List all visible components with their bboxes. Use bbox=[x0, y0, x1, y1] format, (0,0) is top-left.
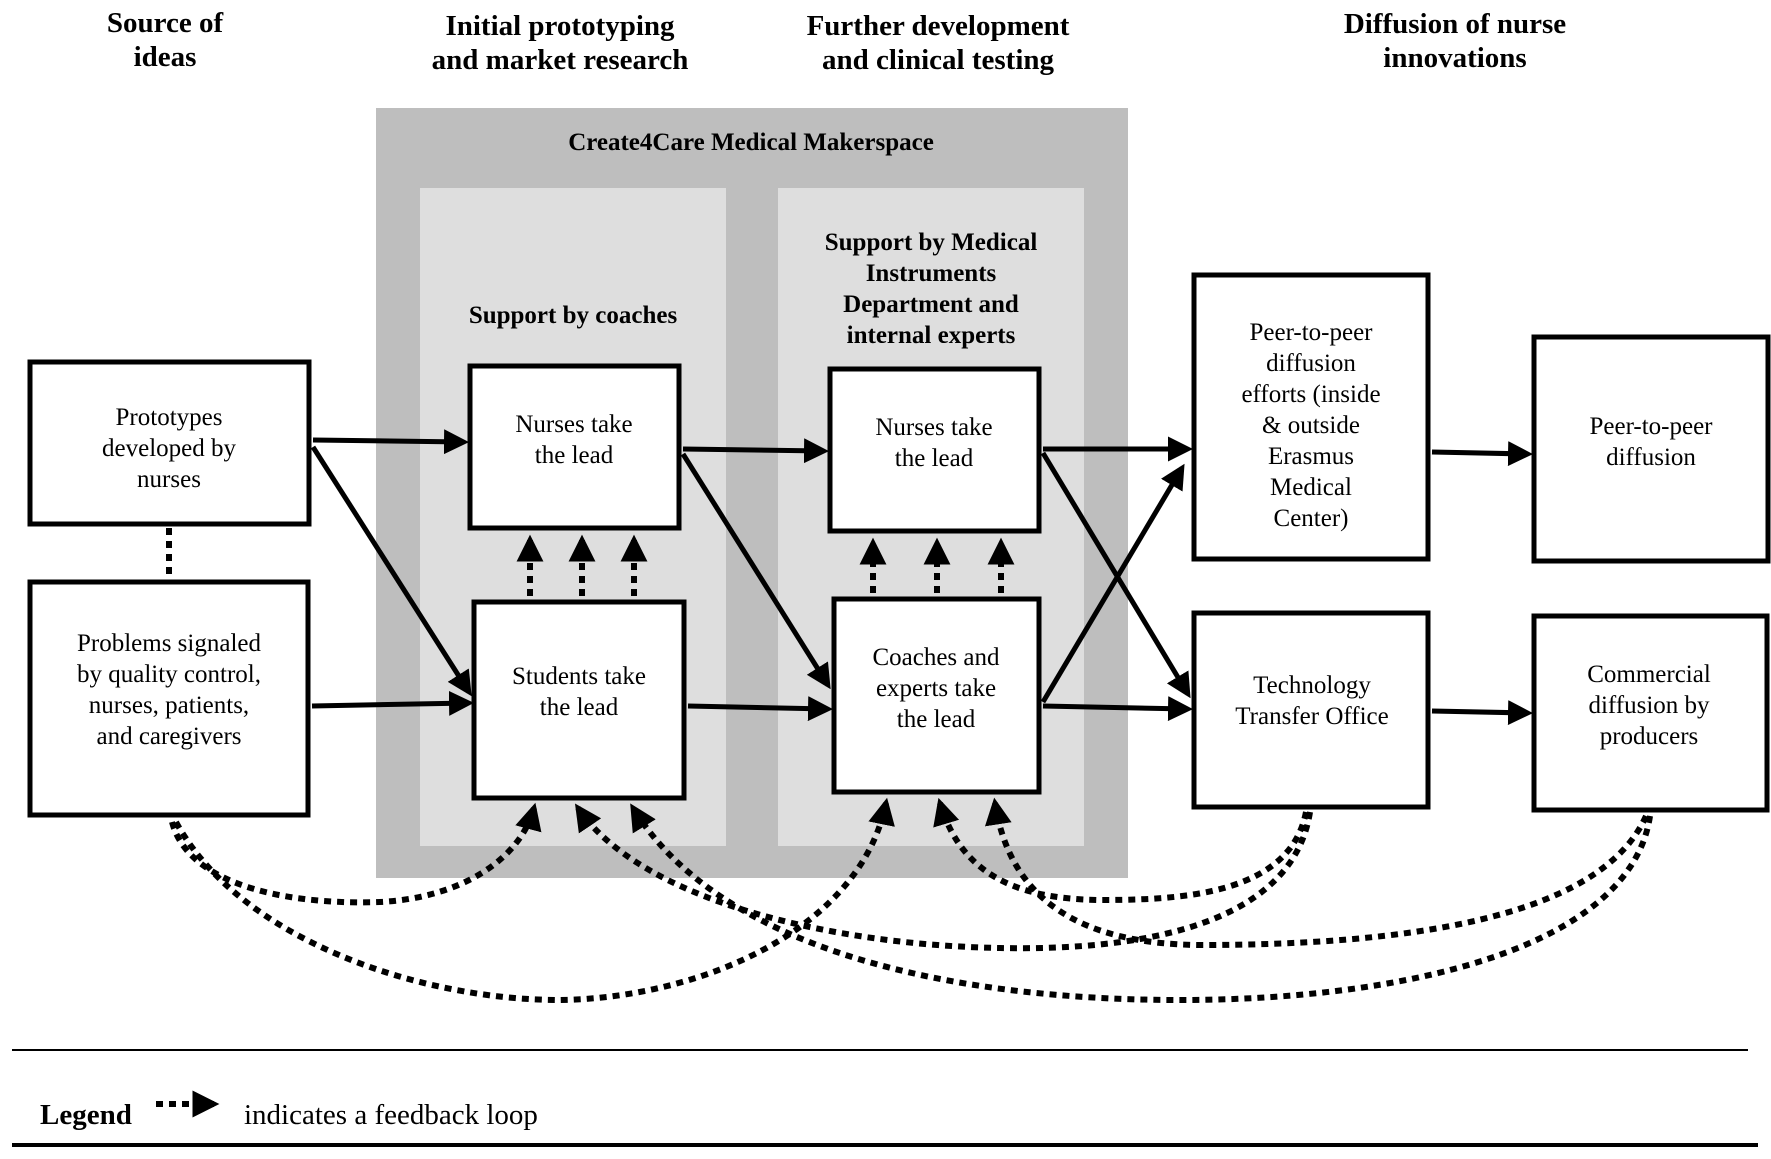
text-line: Coaches and bbox=[872, 644, 1000, 671]
text-line: Transfer Office bbox=[1235, 703, 1388, 730]
arrow-students-to-coaches bbox=[687, 696, 833, 722]
arrow-prototypes-to-students bbox=[310, 445, 472, 697]
feedback-loop-commercial-to-students bbox=[630, 803, 1653, 1004]
box-students-lead: Students take the lead bbox=[471, 599, 687, 801]
legend-text: indicates a feedback loop bbox=[244, 1099, 538, 1131]
flow-arrows bbox=[310, 429, 1533, 726]
text-line: Support by coaches bbox=[469, 302, 678, 329]
text-line: and market research bbox=[432, 44, 689, 76]
text-line: the lead bbox=[897, 706, 976, 733]
legend-label: Legend bbox=[40, 1099, 132, 1131]
text-line: Prototypes bbox=[116, 404, 223, 431]
text-line: Initial prototyping bbox=[445, 10, 675, 42]
text-line: Commercial bbox=[1587, 661, 1711, 688]
text-line: Support by Medical bbox=[825, 229, 1038, 256]
box-nurses-lead-prototyping: Nurses take the lead bbox=[467, 363, 682, 531]
text-line: developed by bbox=[102, 435, 236, 462]
text-line: experts take bbox=[876, 675, 996, 702]
text-line: and clinical testing bbox=[822, 44, 1055, 76]
text-line: Instruments bbox=[866, 260, 997, 287]
text-line: & outside bbox=[1262, 412, 1360, 439]
text-line: Source of bbox=[107, 7, 224, 39]
text-line: the lead bbox=[895, 445, 974, 472]
text-line: diffusion by bbox=[1588, 692, 1710, 719]
arrow-nurses-to-nurses bbox=[682, 438, 829, 464]
box-coaches-experts-lead-label: Coaches and experts take the lead bbox=[872, 644, 1000, 733]
box-prototypes-label: Prototypes developed by nurses bbox=[102, 404, 236, 493]
text-line: Technology bbox=[1253, 672, 1371, 699]
text-line: Further development bbox=[807, 10, 1070, 42]
text-line: Diffusion of nurse bbox=[1344, 8, 1566, 40]
box-nurses-lead-development: Nurses take the lead bbox=[827, 366, 1042, 534]
box-peer-diffusion-efforts: Peer-to-peer diffusion efforts (inside & ou… bbox=[1191, 272, 1431, 562]
box-commercial-diffusion: Commercial diffusion by producers bbox=[1531, 613, 1770, 813]
box-students-lead-label: Students take the lead bbox=[512, 663, 646, 721]
box-problems: Problems signaled by quality control, nurs… bbox=[27, 579, 311, 818]
feedback-up-arrows bbox=[516, 534, 1015, 596]
text-line: Erasmus bbox=[1268, 443, 1354, 470]
arrow-problems-to-students bbox=[311, 690, 474, 716]
box-prototypes: Prototypes developed by nurses bbox=[27, 359, 312, 527]
text-line: diffusion bbox=[1266, 350, 1356, 377]
feedback-loop-problems-to-coaches bbox=[173, 797, 895, 1004]
text-line: nurses bbox=[137, 466, 201, 493]
feedback-loops bbox=[169, 797, 1653, 1004]
text-line: Center) bbox=[1274, 505, 1349, 532]
text-line: diffusion bbox=[1606, 444, 1696, 471]
arrow-coaches-to-tto bbox=[1042, 696, 1193, 722]
coaches-panel-title: Support by coaches bbox=[469, 302, 678, 329]
makerspace-title: Create4Care Medical Makerspace bbox=[568, 129, 934, 156]
text-line: Medical bbox=[1270, 474, 1352, 501]
box-problems-label: Problems signaled by quality control, nurs… bbox=[77, 630, 262, 750]
box-peer-diffusion-efforts-label: Peer-to-peer diffusion efforts (inside & ou… bbox=[1241, 319, 1380, 532]
text-line: ideas bbox=[134, 41, 197, 73]
box-nurses-lead-development-label: Nurses take the lead bbox=[875, 414, 992, 472]
text-line: innovations bbox=[1383, 42, 1526, 74]
text-line: Nurses take bbox=[515, 411, 632, 438]
feedback-loop-problems-to-students bbox=[169, 802, 542, 906]
text-line: Students take bbox=[512, 663, 646, 690]
arrow-nurses-to-coaches bbox=[680, 452, 831, 690]
arrow-coaches-to-peer-efforts bbox=[1040, 463, 1185, 704]
box-coaches-experts-lead: Coaches and experts take the lead bbox=[831, 596, 1042, 795]
arrow-nurses-dev-to-tto bbox=[1040, 451, 1191, 699]
box-commercial-diffusion-label: Commercial diffusion by producers bbox=[1587, 661, 1711, 750]
text-line: the lead bbox=[540, 694, 619, 721]
arrow-prototypes-to-nurses bbox=[312, 429, 469, 455]
text-line: by quality control, bbox=[77, 661, 261, 688]
text-line: efforts (inside bbox=[1241, 381, 1380, 408]
text-line: Nurses take bbox=[875, 414, 992, 441]
box-peer-diffusion: Peer-to-peer diffusion bbox=[1531, 334, 1771, 564]
arrow-peer-efforts-to-peer-diffusion bbox=[1431, 441, 1533, 467]
feedback-loop-tto-to-students bbox=[574, 803, 1313, 952]
text-line: producers bbox=[1600, 723, 1699, 750]
text-line: Peer-to-peer bbox=[1589, 413, 1713, 440]
text-line: Peer-to-peer bbox=[1249, 319, 1373, 346]
text-line: nurses, patients, bbox=[89, 692, 249, 719]
text-line: Problems signaled bbox=[77, 630, 262, 657]
text-line: the lead bbox=[535, 442, 614, 469]
box-nurses-lead-prototyping-label: Nurses take the lead bbox=[515, 411, 632, 469]
text-line: and caregivers bbox=[96, 723, 241, 750]
arrow-tto-to-commercial bbox=[1431, 700, 1533, 726]
box-peer-diffusion-label: Peer-to-peer diffusion bbox=[1589, 413, 1713, 471]
feedback-loop-commercial-to-coaches bbox=[984, 797, 1649, 949]
text-line: internal experts bbox=[847, 322, 1016, 349]
feedback-loop-tto-to-coaches bbox=[933, 797, 1309, 904]
text-line: Department and bbox=[843, 291, 1019, 318]
